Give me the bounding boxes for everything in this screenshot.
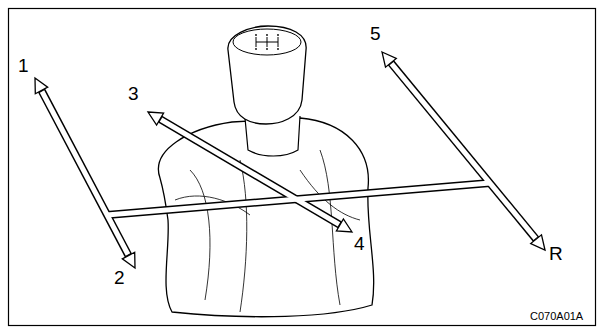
shift-path-fill xyxy=(42,64,536,255)
gear-label: 2 xyxy=(114,268,125,287)
arrowheads xyxy=(35,52,545,268)
knob-shift-pattern xyxy=(256,37,278,47)
boot-folds xyxy=(175,150,360,312)
gear-label: 5 xyxy=(370,24,381,43)
frame xyxy=(9,9,596,326)
gear-label: 4 xyxy=(354,234,365,253)
gear-label: 1 xyxy=(18,56,29,75)
figure-code: C070A01A xyxy=(530,311,583,322)
shift-knob xyxy=(228,26,306,124)
gear-label: R xyxy=(549,244,563,263)
shift-path-outline xyxy=(42,63,537,256)
gear-label: 3 xyxy=(128,84,139,103)
knob-pattern-dots xyxy=(255,34,279,50)
knob-top xyxy=(233,29,301,55)
